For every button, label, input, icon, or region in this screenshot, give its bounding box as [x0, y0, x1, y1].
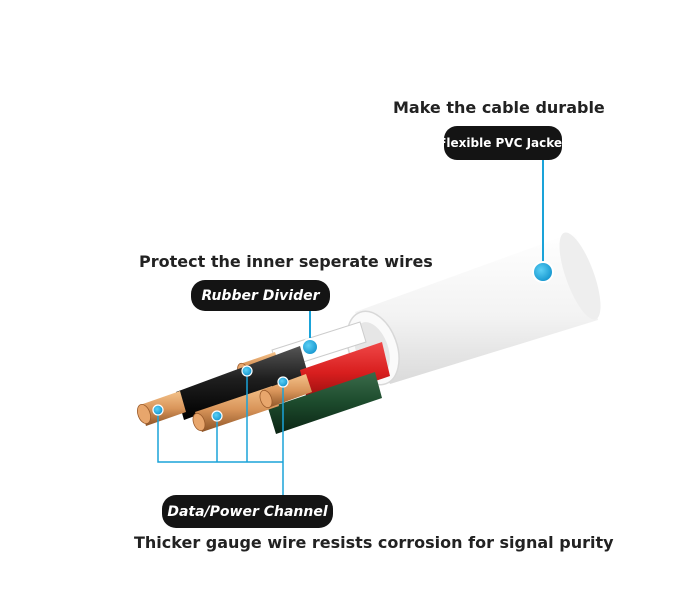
divider-heading: Protect the inner seperate wires	[139, 252, 433, 271]
jacket-label: Flexible PVC Jacket	[438, 126, 568, 160]
divider-label: Rubber Divider	[191, 280, 330, 311]
channel-callout-dots	[152, 365, 289, 422]
channel-callout	[157, 374, 284, 495]
channel-label: Data/Power Channel	[162, 495, 333, 528]
red-wire	[300, 342, 390, 404]
jacket-callout	[532, 160, 554, 283]
channel-caption: Thicker gauge wire resists corrosion for…	[134, 533, 614, 552]
jacket-heading: Make the cable durable	[393, 98, 605, 117]
divider-callout	[301, 311, 319, 356]
red-wire-tip	[259, 374, 312, 409]
